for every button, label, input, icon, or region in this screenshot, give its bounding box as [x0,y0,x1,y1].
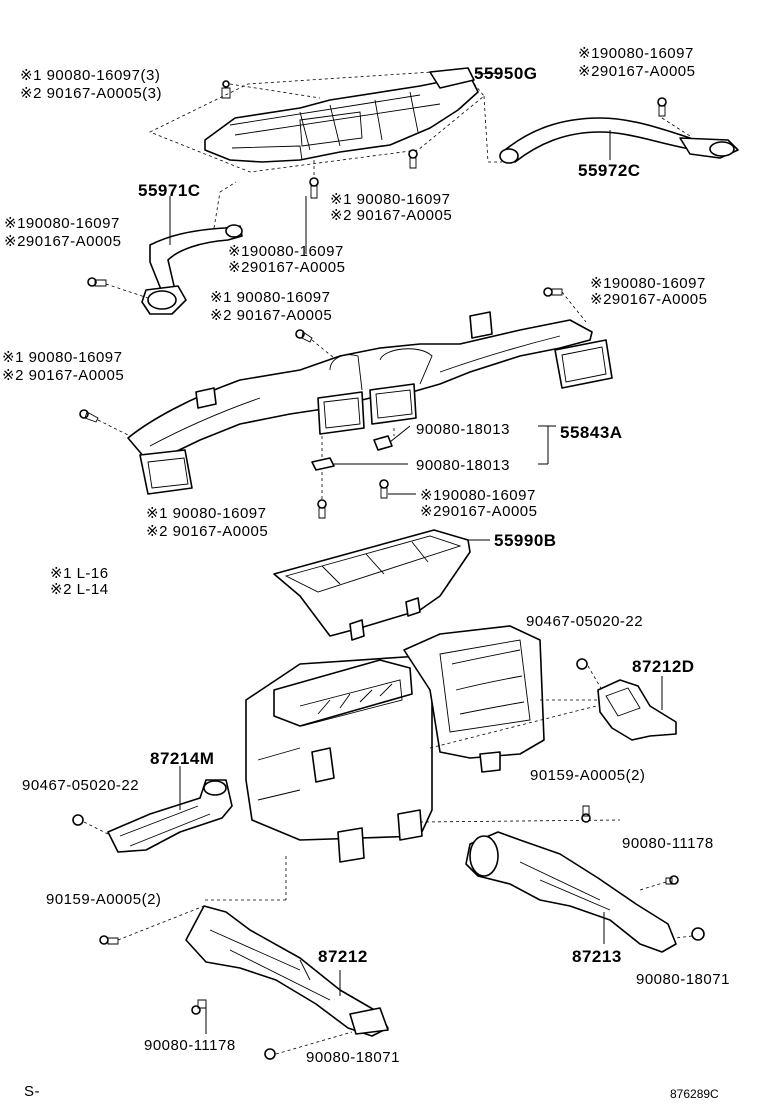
screw-callout: ※190080-16097 [590,275,706,292]
legend-item: ※1 L-16 [50,565,109,582]
screw-icon [657,97,667,117]
clip-icon [373,435,393,451]
screw-callout: ※2 90167-A0005 [330,207,452,224]
screw-callout: ※190080-16097 [420,487,536,504]
clip-callout: 90080-18013 [416,421,510,438]
part-label-55972c: 55972C [578,161,641,180]
screw-callout: ※1 90080-16097 [330,191,451,208]
screw-callout: ※190080-16097 [578,45,694,62]
duct-87212d-drawing [597,679,677,741]
fastener-callout: 90080-11178 [144,1037,236,1054]
part-label-87212d: 87212D [632,657,695,676]
screw-icon [221,80,231,99]
screw-callout: ※290167-A0005 [4,233,122,250]
screw-icon [665,875,679,885]
screw-icon [79,409,99,423]
fastener-callout: 90467-05020-22 [526,613,643,630]
center-air-duct-55843a-drawing [127,311,613,495]
screw-callout: ※2 90167-A0005 [146,523,268,540]
duct-87212-drawing [185,905,389,1037]
screw-callout: ※1 90080-16097(3) [20,67,160,84]
fastener-callout: 90467-05020-22 [22,777,139,794]
screw-callout: ※1 90080-16097 [210,289,331,306]
clip-icon [311,457,335,471]
screw-callout: ※2 90167-A0005(3) [20,85,162,102]
screw-icon [87,277,107,287]
clip-icon [691,927,705,941]
fastener-callout: 90080-11178 [622,835,714,852]
screw-icon [581,805,591,823]
screw-icon [295,329,313,343]
fastener-callout: 90080-18071 [636,971,730,988]
screw-callout: ※190080-16097 [4,215,120,232]
part-label-87212: 87212 [318,947,368,966]
defroster-nozzle-55950g-drawing [149,67,485,173]
screw-callout: ※190080-16097 [228,243,344,260]
part-label-87214m: 87214M [150,749,214,768]
screw-callout: ※2 90167-A0005 [210,307,332,324]
clip-icon [576,658,588,670]
duct-87214m-drawing [107,779,233,853]
screw-callout: ※1 90080-16097 [2,349,123,366]
screw-callout: ※290167-A0005 [228,259,346,276]
screw-icon [543,287,563,297]
diagram-id: 876289C [670,1087,719,1101]
screw-icon [317,499,327,519]
part-label-55971c: 55971C [138,181,201,200]
clip-icon [264,1048,276,1060]
screw-callout: ※290167-A0005 [420,503,538,520]
heater-unit-drawing [245,625,545,863]
register-55990b-drawing [273,529,471,641]
screw-icon [191,999,207,1015]
part-label-87213: 87213 [572,947,622,966]
fastener-callout: 90159-A0005(2) [46,891,161,908]
screw-callout: ※2 90167-A0005 [2,367,124,384]
screw-callout: ※290167-A0005 [578,63,696,80]
part-label-55990b: 55990B [494,531,557,550]
screw-callout: ※1 90080-16097 [146,505,267,522]
side-duct-55972c-drawing [499,117,739,164]
screw-icon [99,935,119,945]
side-duct-55971c-drawing [141,181,243,315]
clip-callout: 90080-18013 [416,457,510,474]
legend-item: ※2 L-14 [50,581,109,598]
clip-icon [72,814,84,826]
fastener-callout: 90159-A0005(2) [530,767,645,784]
duct-87213-drawing [465,831,677,953]
part-label-55843a: 55843A [560,423,623,442]
page-code: S- [24,1083,40,1100]
fastener-callout: 90080-18071 [306,1049,400,1066]
screw-icon [408,149,418,169]
part-label-55950g: 55950G [474,64,538,83]
screw-icon [379,479,389,499]
screw-icon [309,177,319,199]
screw-callout: ※290167-A0005 [590,291,708,308]
